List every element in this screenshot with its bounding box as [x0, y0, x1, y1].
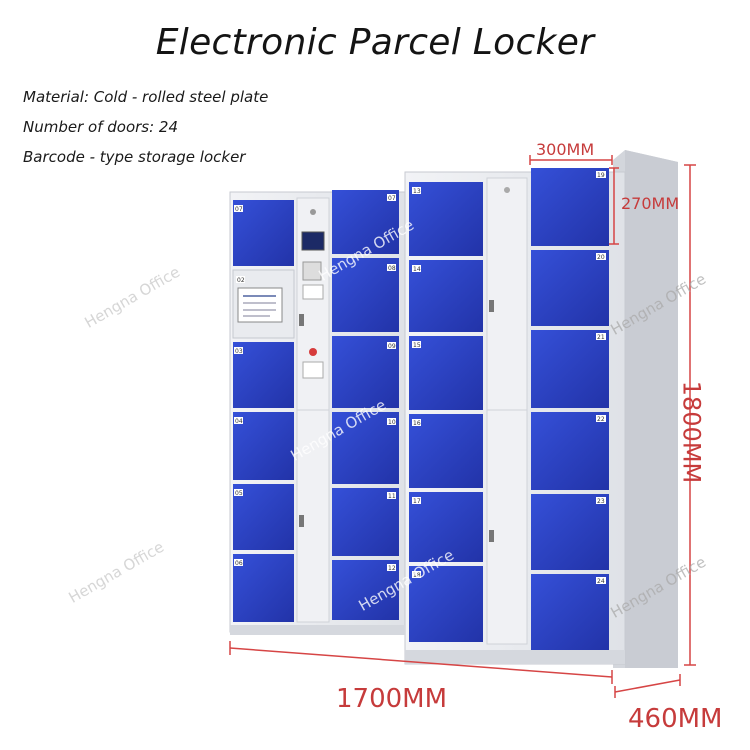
door-number-label: 08 [388, 265, 396, 272]
door-number-label: 20 [597, 254, 605, 261]
door-number-label: 17 [413, 498, 421, 505]
instruction-panel [237, 287, 283, 323]
door-number-label: 18 [413, 572, 421, 579]
door-width-label: 300MM [536, 140, 595, 159]
door-number-label: 23 [597, 498, 605, 505]
door-number-label: 24 [597, 578, 605, 585]
spec-doors: Number of doors: 24 [23, 118, 179, 136]
door-number-label: 09 [388, 343, 396, 350]
keypad [302, 261, 322, 281]
door-number-label: 07 [235, 206, 243, 213]
door-column-3 [409, 182, 483, 642]
door-number-label: 06 [235, 560, 243, 567]
emergency-button [309, 348, 317, 356]
spec-material: Material: Cold - rolled steel plate [23, 88, 269, 106]
cabinet-width-label: 1700MM [336, 684, 448, 714]
door-number-label: 03 [235, 348, 243, 355]
cabinet-height-label: 1800MM [677, 380, 706, 484]
door-number-label: 04 [235, 418, 243, 425]
door-column-4 [531, 168, 609, 650]
dimension-lines [229, 155, 696, 698]
door-number-label: 22 [597, 416, 605, 423]
door-number-label: 10 [388, 419, 396, 426]
door-number-label: 16 [413, 420, 421, 427]
door-number-label: 05 [235, 490, 243, 497]
door-number-label: 15 [413, 342, 421, 349]
door-number-label: 19 [597, 172, 605, 179]
door-number-label: 07 [388, 195, 396, 202]
spec-type: Barcode - type storage locker [23, 148, 246, 166]
cabinet-depth-label: 460MM [628, 704, 723, 734]
door-number-label: 12 [388, 565, 396, 572]
door-number-label: 02 [237, 277, 245, 284]
door-number-label: 11 [388, 493, 396, 500]
door-number-label: 21 [597, 334, 605, 341]
door-number-label: 13 [413, 188, 421, 195]
page-title: Electronic Parcel Locker [155, 22, 595, 63]
door-height-label: 270MM [621, 194, 680, 213]
control-screen [301, 231, 325, 251]
door-number-label: 14 [413, 266, 421, 273]
